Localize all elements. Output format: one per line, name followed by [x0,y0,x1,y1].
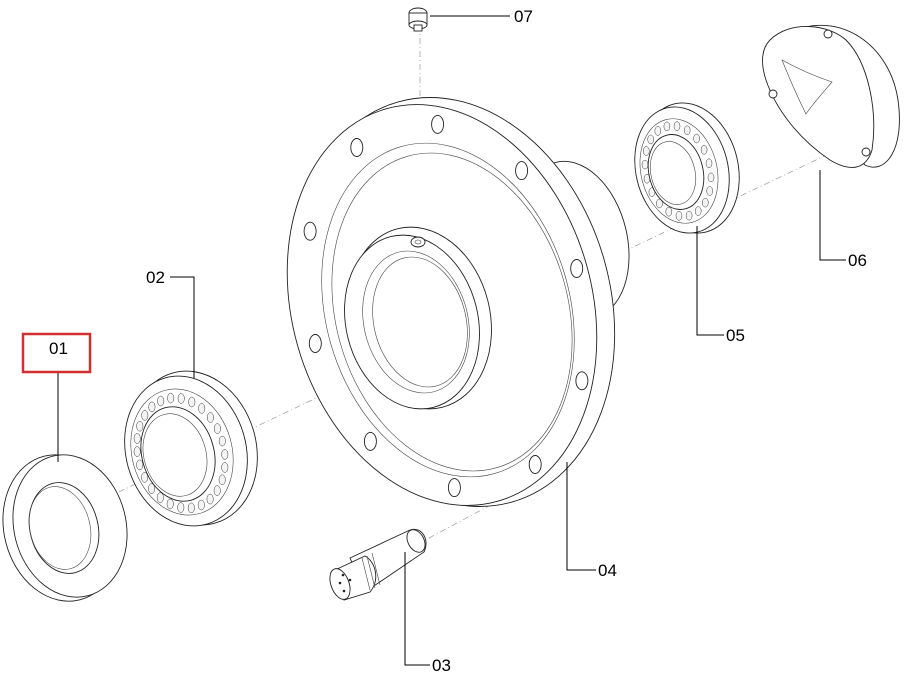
bearing-roller [206,412,214,423]
callout-02[interactable]: 02 [146,268,165,287]
bolt-hole [303,221,317,241]
bearing-roller [665,206,673,217]
leader-04 [566,462,596,571]
bearing-roller [643,146,650,156]
bearing-roller [177,502,185,513]
bearing-roller [705,158,713,169]
bearing-roller [148,401,156,413]
bearing-roller [218,474,226,486]
bearing-roller [213,485,221,496]
leader-02 [170,276,195,378]
bearing-roller [693,133,700,144]
bearing-02-rollers [133,392,229,514]
bearing-roller [141,472,149,483]
bearing-roller [206,493,214,505]
bearing-roller [700,145,708,155]
callout-03[interactable]: 03 [432,656,451,675]
bearing-roller [177,393,185,404]
part-07-grease-nipple[interactable] [408,7,428,32]
bearing-roller [198,403,206,414]
bearing-roller [166,498,174,510]
bearing-roller [221,462,229,473]
bearing-roller [706,186,713,196]
bolt-hole [447,478,461,498]
bearing-roller [656,198,663,209]
bearing-roller [213,423,221,434]
bolt-hole [431,114,445,134]
part-01-seal-ring[interactable] [0,442,142,614]
part-02-roller-bearing[interactable] [107,356,275,541]
part-06-dust-cap[interactable] [762,24,900,168]
bearing-roller [141,410,149,421]
callout-05[interactable]: 05 [726,326,745,345]
bolt-hole [575,371,589,391]
part-03-bolt[interactable] [326,527,429,602]
bearing-roller [663,121,671,132]
bearing-roller [133,446,141,457]
bearing-roller [188,396,196,408]
callout-04[interactable]: 04 [598,561,617,580]
leader-03 [404,552,430,666]
bearing-roller [683,125,691,136]
callout-06[interactable]: 06 [848,251,867,270]
bearing-roller [694,206,702,216]
part-05-small-bearing[interactable] [622,92,753,243]
leader-05 [696,226,724,336]
bearing-roller [148,483,156,494]
callout-07[interactable]: 07 [514,7,533,26]
bearing-05-rollers [641,121,715,221]
bearing-roller [197,499,205,511]
bearing-roller [685,210,693,221]
bearing-roller [218,435,226,447]
bolt-hole [515,161,529,181]
callout-labels: 01 02 03 04 05 06 07 [49,7,867,675]
leader-06 [819,170,846,261]
bolt-hole [363,431,377,451]
bearing-roller [647,134,654,145]
bearing-roller [136,459,144,471]
bearing-roller [707,172,715,183]
leader-lines [57,15,846,666]
bearing-roller [675,211,683,221]
bearing-roller [167,392,175,404]
part-04-hub-flange[interactable] [242,59,662,544]
bolt-hole [350,138,364,157]
selected-callout-highlight [21,332,92,374]
bearing-roller [702,197,709,208]
bolt-thread [361,552,381,591]
bearing-roller [187,502,195,514]
flange-bolt-holes [303,114,589,498]
bolt-hole [308,334,322,353]
bearing-roller [641,159,649,170]
bearing-roller [654,126,662,136]
bearing-roller [156,492,164,503]
bolt-hole [570,259,584,278]
bearing-roller [221,449,229,460]
callout-01[interactable]: 01 [49,339,68,358]
bearing-roller [133,433,141,444]
bearing-roller [157,395,165,407]
bearing-roller [673,121,681,131]
bearing-roller [136,420,144,432]
bolt-hole [528,455,542,474]
